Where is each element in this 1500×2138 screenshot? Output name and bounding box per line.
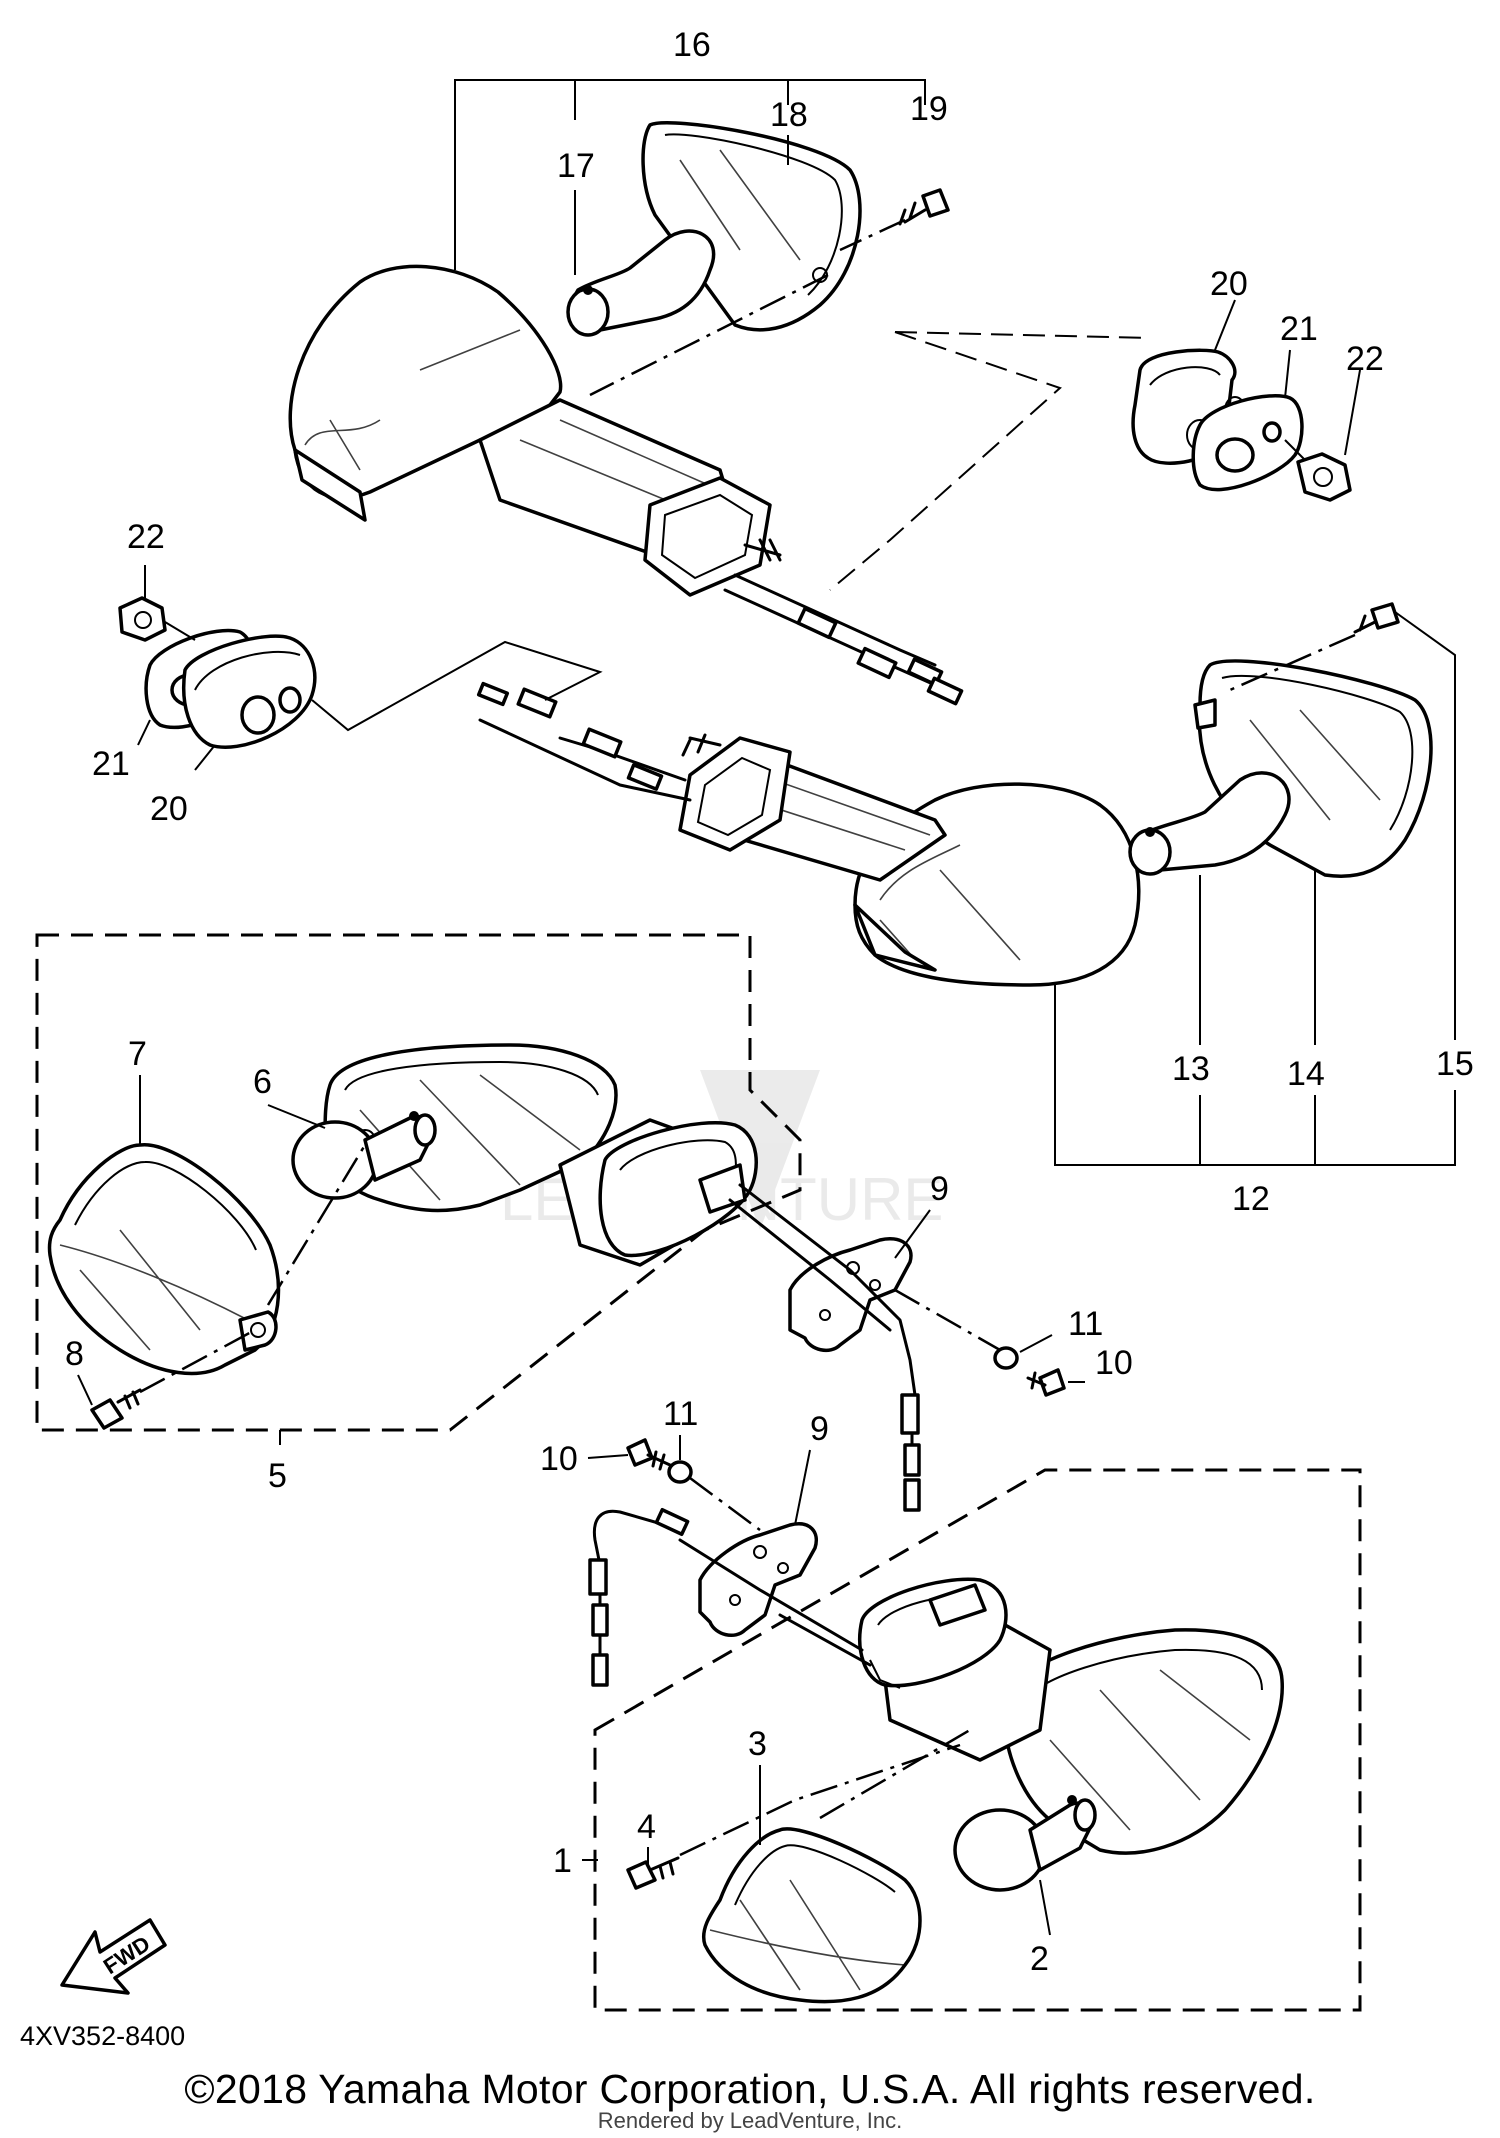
nut-22-upper[interactable]	[1296, 452, 1352, 502]
turn-signal-assembly-12[interactable]	[476, 681, 1141, 987]
callout-13: 13	[1172, 1050, 1210, 1088]
bulb-17[interactable]	[566, 229, 716, 337]
wire-connector	[591, 1653, 609, 1687]
callout-10a: 10	[1095, 1344, 1133, 1382]
callout-21b: 21	[92, 745, 130, 783]
lens-7[interactable]	[47, 1143, 281, 1376]
callout-15: 15	[1436, 1045, 1474, 1083]
callout-7: 7	[128, 1035, 147, 1073]
bulb-2[interactable]	[953, 1795, 1097, 1892]
nut-22-left[interactable]	[118, 596, 167, 642]
bracket-9-upper[interactable]	[788, 1237, 913, 1353]
callout-16: 16	[673, 26, 711, 64]
callout-18: 18	[770, 96, 808, 134]
screw-8[interactable]	[90, 1388, 142, 1430]
callout-2: 2	[1030, 1940, 1049, 1978]
diagram-id: 4XV352-8400	[20, 2021, 185, 2051]
callout-8: 8	[65, 1335, 84, 1373]
callout-4: 4	[637, 1808, 656, 1846]
callout-3: 3	[748, 1725, 767, 1763]
callout-12: 12	[1232, 1180, 1270, 1218]
callout-19: 19	[910, 90, 948, 128]
callout-11b: 11	[663, 1395, 698, 1433]
callout-9b: 9	[810, 1410, 829, 1448]
wire-connector	[591, 1603, 609, 1637]
bulb-13[interactable]	[1128, 771, 1291, 876]
screw-15[interactable]	[1353, 602, 1400, 634]
screw-19[interactable]	[898, 188, 950, 226]
callout-20a: 20	[1210, 265, 1248, 303]
assembly-1-boundary	[593, 1468, 1362, 2012]
wire-connector	[900, 1393, 920, 1435]
callout-11a: 11	[1068, 1305, 1103, 1343]
lens-housing-18[interactable]	[641, 121, 862, 332]
callout-labels: 16 17 18 19 20 21 22 22 21 20 13 14 15 1…	[65, 26, 1474, 1978]
callout-21a: 21	[1280, 310, 1318, 348]
callout-14: 14	[1287, 1055, 1325, 1093]
washer-11-upper[interactable]	[993, 1346, 1019, 1370]
spacer-20-left[interactable]	[182, 634, 317, 749]
copyright-notice: ©2018 Yamaha Motor Corporation, U.S.A. A…	[184, 2066, 1316, 2112]
wire-connector	[903, 1443, 921, 1477]
turn-signal-assembly-16[interactable]	[288, 264, 964, 706]
screw-10-upper[interactable]	[1026, 1368, 1066, 1397]
turn-signal-housing-1[interactable]	[858, 1577, 1284, 1855]
callout-22a: 22	[1346, 340, 1384, 378]
rendered-by-credit: Rendered by LeadVenture, Inc.	[597, 2108, 903, 2133]
callout-9a: 9	[930, 1170, 949, 1208]
bracket-9-lower[interactable]	[698, 1522, 818, 1638]
callout-22b: 22	[127, 518, 165, 556]
callout-10b: 10	[540, 1440, 578, 1478]
callout-17: 17	[557, 147, 595, 185]
forward-arrow-icon: FWD	[60, 1918, 167, 1995]
lens-3[interactable]	[702, 1827, 922, 2004]
wire-connector	[903, 1478, 921, 1512]
callout-20b: 20	[150, 790, 188, 828]
bulb-6[interactable]	[291, 1111, 437, 1200]
plate-21-upper[interactable]	[1191, 394, 1304, 492]
screw-4[interactable]	[626, 1856, 680, 1890]
wire-connector	[588, 1558, 608, 1596]
callout-1: 1	[553, 1842, 572, 1880]
assembly-5-boundary	[35, 933, 802, 1432]
screw-10-lower[interactable]	[626, 1438, 672, 1471]
callout-5: 5	[268, 1457, 287, 1495]
callout-6: 6	[253, 1063, 272, 1101]
washer-11-lower[interactable]	[667, 1460, 693, 1484]
